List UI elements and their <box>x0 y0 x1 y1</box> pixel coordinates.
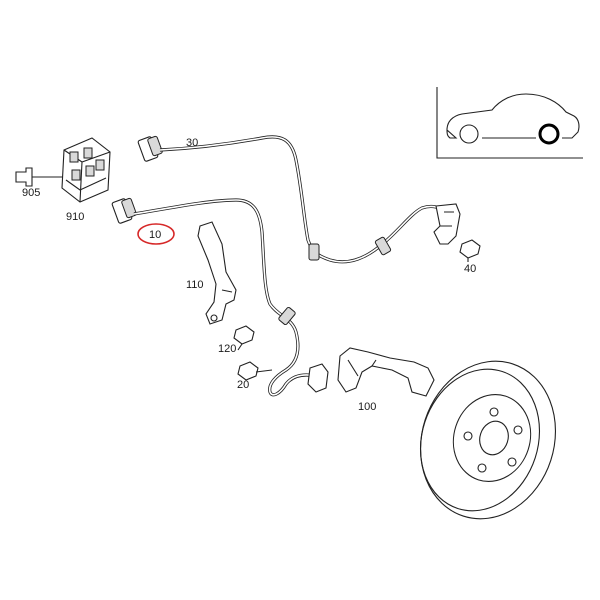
label-20: 20 <box>237 379 249 391</box>
label-120: 120 <box>218 343 236 355</box>
part-30-sensor-cable <box>137 135 461 264</box>
part-10-sensor-cable <box>111 197 329 397</box>
label-30: 30 <box>186 137 198 149</box>
part-905-clip <box>15 167 68 187</box>
label-10: 10 <box>149 229 161 241</box>
brake-disc <box>419 360 557 520</box>
part-20-bolt <box>237 361 273 381</box>
part-100-shield <box>337 347 435 397</box>
part-40-bolt <box>459 239 481 262</box>
vehicle-locator-inset <box>436 87 583 159</box>
part-910-connector-block <box>61 137 111 203</box>
front-wheel-icon <box>459 124 479 144</box>
rear-wheel-highlight-icon <box>538 123 560 145</box>
part-110-bracket <box>197 221 237 325</box>
label-40: 40 <box>464 263 476 275</box>
part-120-bolt <box>233 325 255 351</box>
highlight-circle-10 <box>137 223 175 245</box>
label-905: 905 <box>22 187 40 199</box>
label-910: 910 <box>66 211 84 223</box>
label-100: 100 <box>358 401 376 413</box>
car-silhouette <box>446 93 580 139</box>
label-110: 110 <box>186 279 204 291</box>
